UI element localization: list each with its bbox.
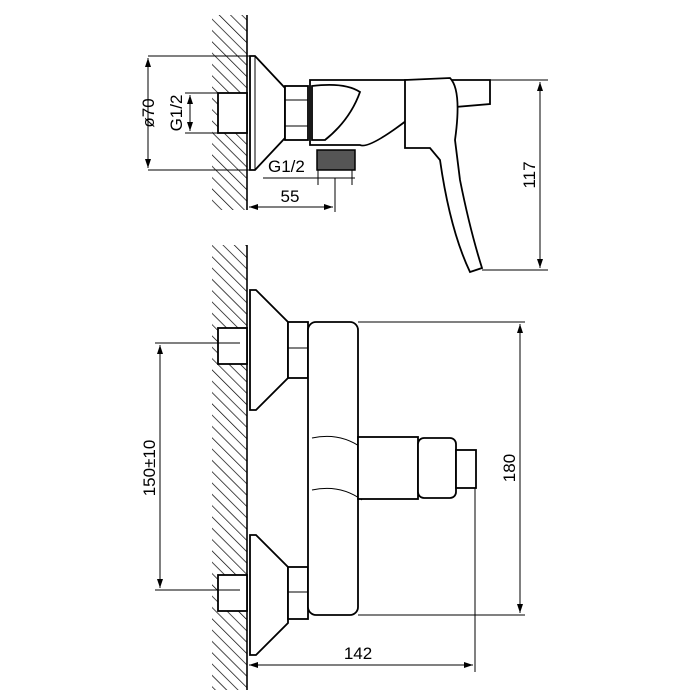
wall-hatch-bottom xyxy=(212,245,247,690)
handle-top xyxy=(404,77,484,274)
inlet-thread-label: G1/2 xyxy=(167,95,186,132)
lower-nut xyxy=(287,566,309,620)
lower-rosette xyxy=(249,534,289,656)
total-projection-label: 142 xyxy=(344,644,372,663)
lower-inlet-pipe xyxy=(217,574,248,612)
diverter-knob xyxy=(417,437,457,499)
body-height-label: 180 xyxy=(500,454,519,482)
mixer-body xyxy=(307,321,359,616)
upper-rosette xyxy=(249,289,289,411)
outlet-body xyxy=(357,436,419,500)
diverter-top xyxy=(311,83,362,141)
upper-inlet-pipe xyxy=(217,327,248,365)
side-view: ø70 G1/2 G1/2 55 117 xyxy=(139,15,548,274)
outlet-projection-label: 55 xyxy=(281,187,300,206)
rosette-diameter-label: ø70 xyxy=(139,98,158,127)
knob-cap xyxy=(455,449,477,489)
nut-top xyxy=(284,85,309,141)
outlet-thread-label: G1/2 xyxy=(268,157,305,176)
upper-nut xyxy=(287,321,309,379)
handle-height-label: 117 xyxy=(520,161,539,188)
inlet-pipe-top xyxy=(217,92,248,134)
outlet-thread-top xyxy=(316,149,356,171)
inlet-spacing-label: 150±10 xyxy=(140,440,159,497)
front-view: 180 150±10 142 xyxy=(140,245,525,690)
